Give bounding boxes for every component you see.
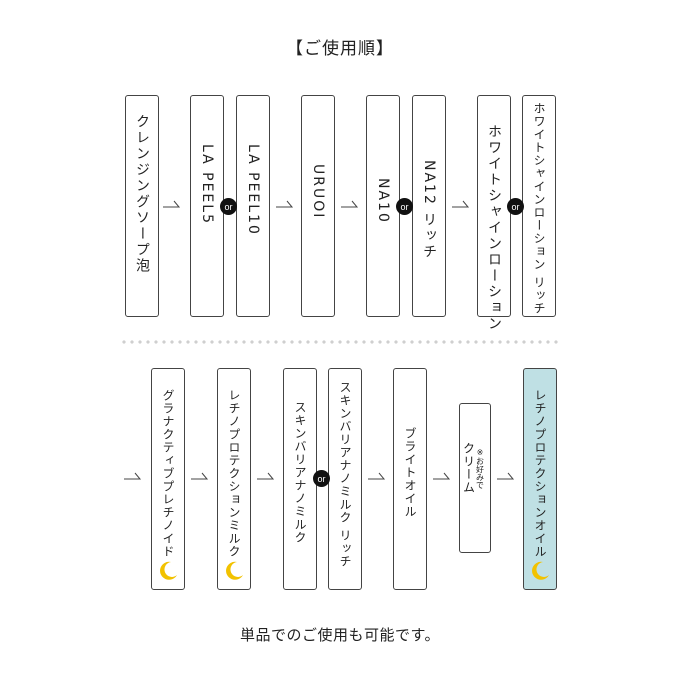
step-la-peel-5: LA PEEL5: [190, 95, 224, 317]
step-na-12-rich: NA12 リッチ: [412, 95, 446, 317]
arrow-right-icon: [433, 472, 451, 480]
or-badge: or: [313, 470, 330, 487]
step-label: NA12 リッチ: [421, 160, 437, 261]
arrow-right-icon: [124, 472, 142, 480]
step-label: ホワイトシャインローション リッチ: [532, 102, 546, 315]
step-label: NA10: [375, 178, 391, 224]
step-white-shine-lotion: ホワイトシャインローション: [477, 95, 511, 332]
step-skin-barrier-nano-milk: スキンバリアナノミルク: [283, 368, 317, 590]
step-cleansing-soap: クレンジングソープ泡: [125, 95, 159, 317]
step-label: ホワイトシャインローション: [486, 124, 502, 332]
moon-icon: [160, 561, 177, 580]
step-label: スキンバリアナノミルク: [293, 401, 307, 544]
step-la-peel-10: LA PEEL10: [236, 95, 270, 317]
or-badge: or: [507, 198, 524, 215]
moon-icon: [532, 561, 549, 580]
step-label: グラナクティブプレチノイド: [161, 389, 175, 558]
step-granactive-pretinoid: グラナクティブプレチノイド: [151, 368, 185, 590]
step-label: クリーム: [461, 442, 476, 494]
step-white-shine-lotion-rich: ホワイトシャインローション リッチ: [522, 95, 556, 317]
step-retino-protection-milk: レチノプロテクションミルク: [217, 368, 251, 590]
arrow-right-icon: [276, 200, 294, 208]
step-label: URUOI: [310, 164, 326, 220]
step-retino-protection-oil: レチノプロテクションオイル: [523, 368, 557, 590]
step-label: レチノプロテクションミルク: [227, 389, 241, 558]
step-label: ブライトオイル: [403, 427, 417, 518]
footer-note: 単品でのご使用も可能です。: [239, 626, 440, 644]
moon-icon: [226, 561, 243, 580]
step-label: スキンバリアナノミルク リッチ: [338, 381, 352, 568]
step-cream: クリーム ※お好みで: [459, 403, 491, 553]
arrow-right-icon: [452, 200, 470, 208]
step-bright-oil: ブライトオイル: [393, 368, 427, 590]
arrow-right-icon: [163, 200, 181, 208]
step-label: LA PEEL5: [199, 144, 215, 225]
arrow-right-icon: [368, 472, 386, 480]
arrow-right-icon: [257, 472, 275, 480]
step-note: ※お好みで: [475, 448, 485, 489]
step-label: レチノプロテクションオイル: [533, 389, 547, 558]
step-na-10: NA10: [366, 95, 400, 317]
or-badge: or: [220, 198, 237, 215]
divider: [120, 340, 560, 344]
arrow-right-icon: [497, 472, 515, 480]
step-label: クレンジングソープ泡: [134, 114, 150, 274]
or-badge: or: [396, 198, 413, 215]
arrow-right-icon: [341, 200, 359, 208]
step-uruoi: URUOI: [301, 95, 335, 317]
arrow-right-icon: [191, 472, 209, 480]
step-label: LA PEEL10: [245, 144, 261, 236]
page-title: 【ご使用順】: [286, 39, 394, 59]
step-skin-barrier-nano-milk-rich: スキンバリアナノミルク リッチ: [328, 368, 362, 590]
